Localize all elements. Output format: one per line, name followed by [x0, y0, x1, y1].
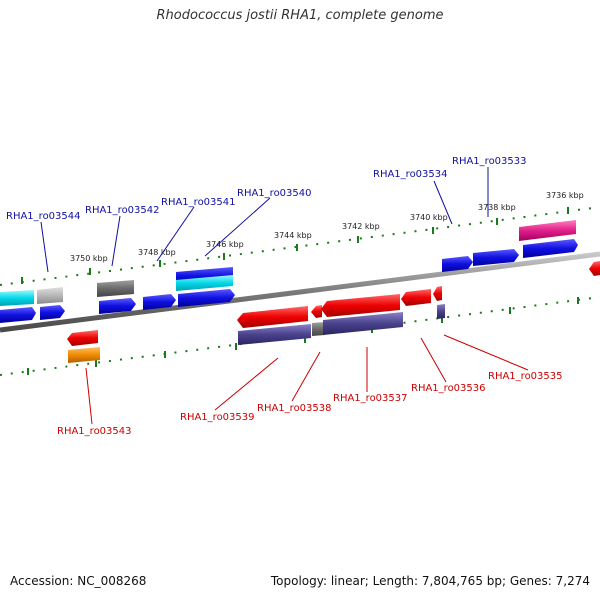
- top-leader-lines: [40, 167, 489, 273]
- bottom-leader-lines: [85, 334, 529, 425]
- gene-feature: [523, 239, 578, 258]
- scale-label-3744: 3744 kbp: [274, 231, 312, 240]
- gene-label-ro03536: RHA1_ro03536: [411, 383, 486, 394]
- scale-label-3740: 3740 kbp: [410, 213, 448, 222]
- gene-label-ro03543: RHA1_ro03543: [57, 426, 132, 437]
- gene-feature: [473, 249, 519, 266]
- reverse-strand-genes: [67, 261, 600, 363]
- scale-label-3738: 3738 kbp: [478, 203, 516, 212]
- gene-feature: [237, 306, 308, 328]
- gene-label-ro03535: RHA1_ro03535: [488, 371, 563, 382]
- gene-feature: [37, 287, 63, 304]
- gene-label-ro03534: RHA1_ro03534: [373, 169, 448, 180]
- gene-feature: [143, 294, 176, 310]
- scale-label-3742: 3742 kbp: [342, 222, 380, 231]
- accession-text: Accession: NC_008268: [10, 574, 147, 588]
- gene-feature: [0, 307, 36, 323]
- forward-strand-genes: [0, 220, 578, 323]
- genome-backbone: [0, 251, 600, 333]
- gene-label-ro03542: RHA1_ro03542: [85, 205, 160, 216]
- gene-feature: [433, 286, 442, 301]
- upper-scale-track: [0, 206, 600, 286]
- gene-feature: [519, 220, 576, 241]
- gene-feature: [589, 261, 600, 276]
- gene-feature: [321, 294, 400, 317]
- scale-labels: 3736 kbp 3738 kbp 3740 kbp 3742 kbp 3744…: [70, 191, 584, 263]
- gene-feature: [437, 304, 445, 319]
- gene-feature: [99, 298, 136, 314]
- gene-label-ro03541: RHA1_ro03541: [161, 197, 236, 208]
- gene-label-ro03537: RHA1_ro03537: [333, 393, 408, 404]
- scale-label-3736: 3736 kbp: [546, 191, 584, 200]
- gene-feature: [67, 330, 98, 346]
- gene-label-ro03544: RHA1_ro03544: [6, 211, 81, 222]
- gene-feature: [97, 280, 134, 297]
- gene-feature: [442, 256, 473, 272]
- gene-feature: [40, 305, 65, 320]
- gene-feature: [0, 290, 34, 306]
- gene-feature: [323, 312, 403, 335]
- gene-feature: [176, 275, 233, 291]
- genome-summary-text: Topology: linear; Length: 7,804,765 bp; …: [270, 574, 590, 588]
- gene-feature: [238, 324, 311, 345]
- page-title: Rhodococcus jostii RHA1, complete genome: [156, 8, 444, 23]
- top-gene-labels: RHA1_ro03533 RHA1_ro03534 RHA1_ro03540 R…: [6, 156, 527, 222]
- upper-major-ticks: [21, 207, 569, 284]
- scale-label-3748: 3748 kbp: [138, 248, 176, 257]
- gene-label-ro03533: RHA1_ro03533: [452, 156, 527, 167]
- gene-feature: [68, 347, 100, 363]
- gene-label-ro03540: RHA1_ro03540: [237, 188, 312, 199]
- scale-label-3746: 3746 kbp: [206, 240, 244, 249]
- gene-feature: [178, 289, 235, 307]
- gene-feature: [312, 322, 325, 336]
- gene-feature: [311, 305, 322, 318]
- gene-feature: [401, 289, 431, 306]
- lower-major-ticks: [27, 297, 579, 375]
- bottom-gene-labels: RHA1_ro03535 RHA1_ro03536 RHA1_ro03537 R…: [57, 371, 563, 437]
- gene-label-ro03539: RHA1_ro03539: [180, 412, 255, 423]
- scale-label-3750: 3750 kbp: [70, 254, 108, 263]
- gene-label-ro03538: RHA1_ro03538: [257, 403, 332, 414]
